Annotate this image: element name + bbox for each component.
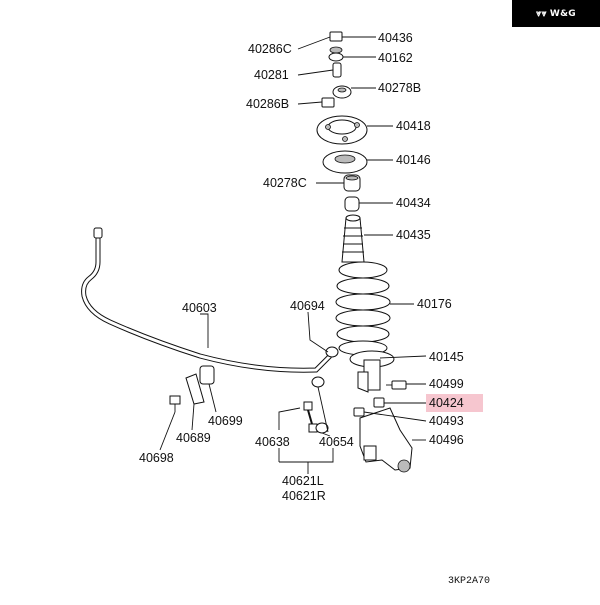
nut-40493[interactable] — [353, 407, 365, 417]
brand-badge: ⩔⩔ W&G — [512, 0, 600, 27]
brand-text: W&G — [549, 8, 576, 19]
spring-seat-40146[interactable] — [322, 150, 368, 174]
label-40162: 40162 — [378, 51, 413, 65]
label-40281: 40281 — [254, 68, 289, 82]
bushing-40278B[interactable] — [332, 85, 352, 99]
part-labels: 40436 40162 40278B 40418 40146 40434 404… — [139, 31, 464, 503]
label-40698: 40698 — [139, 451, 174, 465]
label-40638: 40638 — [255, 435, 290, 449]
label-40694: 40694 — [290, 299, 325, 313]
label-40436: 40436 — [378, 31, 413, 45]
label-40145: 40145 — [429, 350, 464, 364]
label-40603: 40603 — [182, 301, 217, 315]
bolt-40424[interactable] — [373, 397, 385, 408]
strut-mount-40418[interactable] — [316, 115, 368, 145]
washer-40162[interactable] — [328, 46, 344, 62]
stabilizer-bar-40603[interactable] — [81, 227, 339, 373]
bushing-40281[interactable] — [332, 62, 342, 78]
dust-seal-40434[interactable] — [344, 196, 360, 212]
label-40424: 40424 — [429, 396, 464, 410]
label-40689: 40689 — [176, 431, 211, 445]
label-40278C: 40278C — [263, 176, 307, 190]
label-40699: 40699 — [208, 414, 243, 428]
label-40621L: 40621L — [282, 474, 324, 488]
nut-40286B[interactable] — [321, 97, 335, 108]
label-40496: 40496 — [429, 433, 464, 447]
bracket-40689[interactable] — [185, 373, 205, 405]
bump-stop-40435[interactable] — [341, 214, 365, 263]
bolt-40499[interactable] — [386, 380, 407, 390]
label-40435: 40435 — [396, 228, 431, 242]
knuckle-40496[interactable] — [359, 407, 413, 473]
label-40499: 40499 — [429, 377, 464, 391]
bushing-40278C[interactable] — [343, 174, 361, 192]
highlight-40424 — [426, 394, 483, 412]
label-40434: 40434 — [396, 196, 431, 210]
nut-40436[interactable] — [329, 31, 343, 42]
link-bushing-40654[interactable] — [311, 376, 329, 434]
bolt-40698[interactable] — [169, 395, 181, 412]
bar-bushing-40699[interactable] — [199, 365, 215, 385]
label-40286C: 40286C — [248, 42, 292, 56]
label-40418: 40418 — [396, 119, 431, 133]
wing-logo-icon: ⩔⩔ — [536, 8, 547, 19]
label-40621R: 40621R — [282, 489, 326, 503]
label-40176: 40176 — [417, 297, 452, 311]
strut-assembly-40145[interactable] — [349, 350, 395, 393]
label-40278B: 40278B — [378, 81, 421, 95]
leader-lines — [159, 36, 427, 474]
stabilizer-link-40621[interactable] — [303, 401, 318, 433]
diagram-code: 3KP2A70 — [448, 576, 491, 587]
label-40146: 40146 — [396, 153, 431, 167]
label-40286B: 40286B — [246, 97, 289, 111]
label-40493: 40493 — [429, 414, 464, 428]
label-40654: 40654 — [319, 435, 354, 449]
coil-spring-40176[interactable] — [335, 261, 391, 356]
